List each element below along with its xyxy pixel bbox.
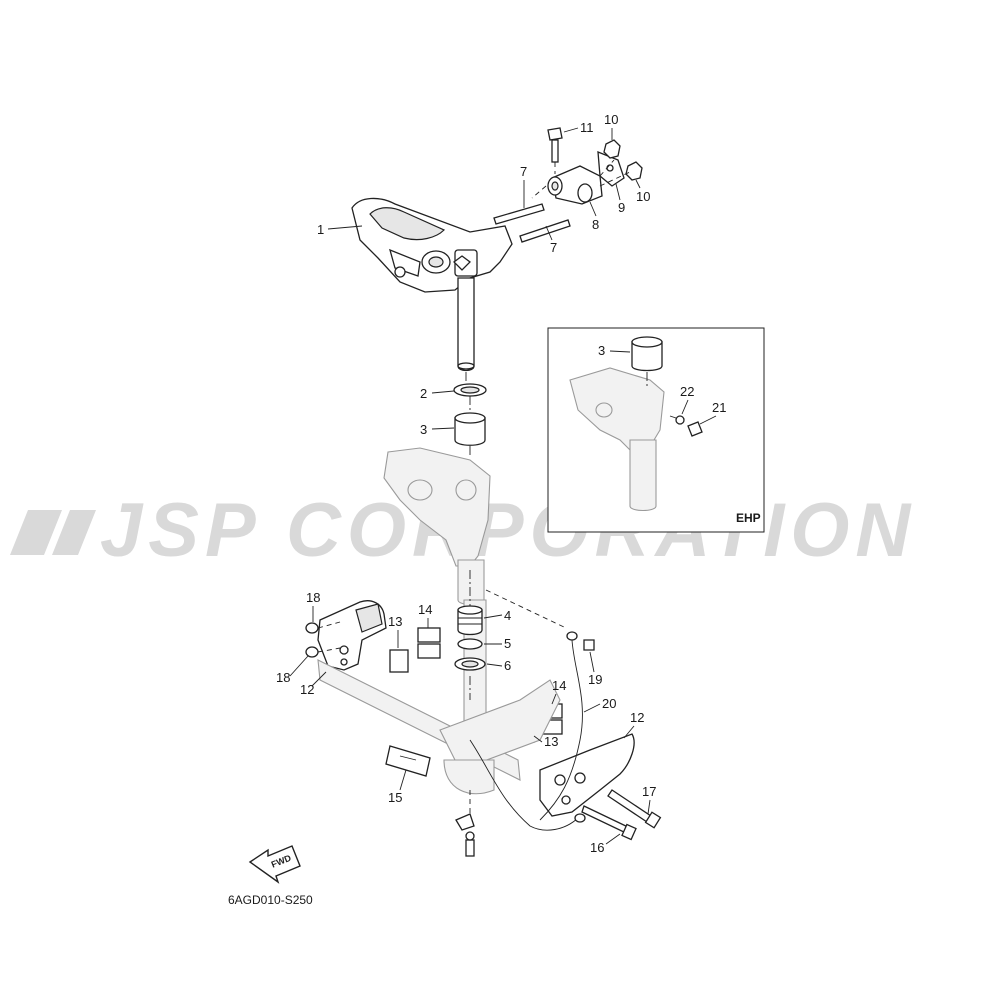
callout-7-bottom: 7 <box>550 240 557 255</box>
callout-14-right: 14 <box>552 678 566 693</box>
clamp-bracket-right <box>439 679 635 817</box>
stud-bolts <box>493 203 571 243</box>
callout-11: 11 <box>580 120 594 135</box>
watermark: JSP CORPORATION <box>10 488 916 573</box>
watermark-logo-mark <box>10 510 96 555</box>
nuts <box>603 139 643 181</box>
through-bolts <box>581 789 662 841</box>
callouts: 1 2 3 4 5 6 7 7 8 9 10 10 11 12 12 13 13 <box>276 112 656 855</box>
callout-9: 9 <box>618 200 625 215</box>
callout-16: 16 <box>590 840 604 855</box>
callout-18-bottom: 18 <box>276 670 290 685</box>
callout-10-top: 10 <box>604 112 618 127</box>
inset-callout-22: 22 <box>680 384 694 399</box>
callout-13-right: 13 <box>544 734 558 749</box>
callout-4: 4 <box>504 608 511 623</box>
callout-7-top: 7 <box>520 164 527 179</box>
steering-bracket <box>351 197 513 372</box>
callout-3: 3 <box>420 422 427 437</box>
inset-callout-21: 21 <box>712 400 726 415</box>
callout-8: 8 <box>592 217 599 232</box>
callout-12-left: 12 <box>300 682 314 697</box>
callout-10-right: 10 <box>636 189 650 204</box>
assembly-lines <box>317 159 631 814</box>
callout-13-left: 13 <box>388 614 402 629</box>
bushings <box>453 383 487 446</box>
inset-label: EHP <box>736 511 761 525</box>
nuts-18 <box>305 622 319 658</box>
diagram-code: 6AGD010-S250 <box>228 893 313 907</box>
watermark-text: JSP CORPORATION <box>100 488 916 573</box>
callout-14-left: 14 <box>418 602 432 617</box>
callout-17: 17 <box>642 784 656 799</box>
callout-5: 5 <box>504 636 511 651</box>
fwd-arrow: FWD <box>248 845 301 884</box>
callout-1: 1 <box>317 222 324 237</box>
callout-12-right: 12 <box>630 710 644 725</box>
pads-left <box>389 627 441 673</box>
callout-20: 20 <box>602 696 616 711</box>
callout-6: 6 <box>504 658 511 673</box>
friction-block <box>547 165 603 205</box>
inset-callout-3: 3 <box>598 343 605 358</box>
swivel-bracket-ghost <box>383 447 491 741</box>
inset-box: EHP 3 22 21 <box>547 327 765 533</box>
bolt-11 <box>547 127 563 163</box>
ground-lead <box>455 631 595 857</box>
callout-18-top: 18 <box>306 590 320 605</box>
callout-15: 15 <box>388 790 402 805</box>
anode-plate <box>385 745 431 777</box>
thrust-parts <box>454 605 486 671</box>
callout-19: 19 <box>588 672 602 687</box>
callout-2: 2 <box>420 386 427 401</box>
